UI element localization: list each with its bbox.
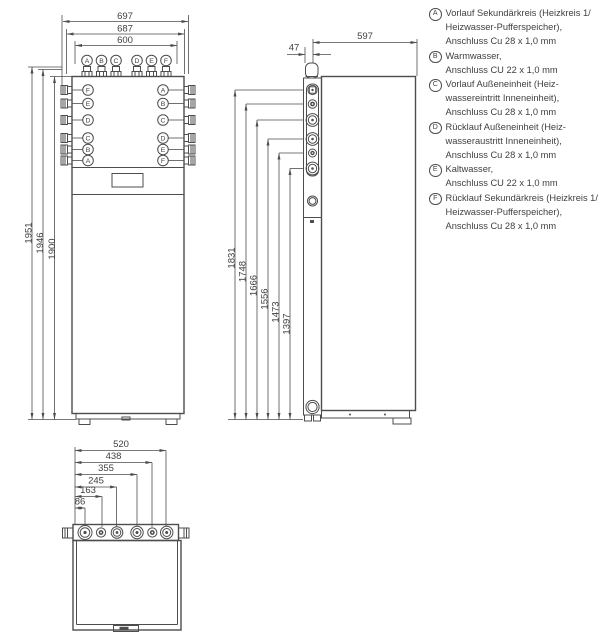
legend-item-a: A Vorlauf Sekundärkreis (Heizkreis 1/ He…	[429, 6, 607, 49]
front-display-panel	[111, 173, 144, 188]
dim-side-height-2: 1748	[238, 261, 249, 282]
dim-side-offset: 47	[289, 43, 300, 54]
side-pipe-column	[303, 77, 322, 416]
legend-text: wassereintritt Inneneinheit),	[445, 93, 560, 104]
side-skid	[392, 417, 412, 425]
port-label-top-3: C	[114, 58, 119, 65]
front-view: 697 687 600 1951 1946 1900	[24, 11, 196, 425]
legend-item-e: E Kaltwasser, Anschluss CU 22 x 1,0 mm	[429, 162, 607, 190]
dim-side-height-5: 1473	[271, 301, 282, 322]
front-cabinet-outline	[71, 75, 185, 415]
legend-text: Heizwasser-Pufferspeicher),	[445, 22, 563, 33]
dim-side-height-3: 1666	[249, 275, 260, 296]
dim-side-depth: 597	[357, 31, 373, 42]
top-view: 520 438 355 245 163 86	[62, 439, 190, 632]
port-label-right-2: B	[161, 101, 166, 108]
port-label-top-6: F	[164, 58, 168, 65]
port-label-right-1: A	[161, 88, 166, 95]
side-top-pipe-cap	[305, 62, 319, 79]
front-left-ports: F E D C B A	[60, 84, 94, 167]
legend-key-d: D	[429, 121, 442, 135]
top-rear-connector	[113, 625, 139, 632]
front-foot-left	[78, 418, 91, 425]
front-top-pipe-stubs	[81, 66, 172, 77]
dim-top-width-1: 520	[113, 439, 129, 450]
legend-item-f: F Rücklauf Sekundärkreis (Heizkreis 1/ H…	[429, 191, 607, 234]
legend-key-b: B	[429, 50, 442, 64]
port-label-left-2: E	[86, 101, 91, 108]
front-right-ports: A B C D E F	[157, 84, 196, 167]
legend-text: Anschluss Cu 28 x 1,0 mm	[445, 150, 557, 161]
legend-text: Vorlauf Außeneinheit (Heiz-	[445, 79, 559, 90]
legend-text: Anschluss Cu 28 x 1,0 mm	[445, 221, 557, 232]
port-label-left-5: B	[86, 147, 91, 154]
dim-top-width-3: 355	[98, 463, 114, 474]
port-label-left-3: D	[86, 118, 91, 125]
dim-top-width-2: 438	[106, 451, 122, 462]
port-label-right-6: F	[161, 158, 165, 165]
port-label-left-6: A	[86, 158, 91, 165]
dim-top-width-6: 86	[75, 497, 86, 508]
side-pipe-connections	[305, 84, 320, 415]
legend-text: Rücklauf Außeneinheit (Heiz-	[445, 121, 566, 132]
top-view-ports	[77, 525, 174, 540]
connection-legend: A Vorlauf Sekundärkreis (Heizkreis 1/ He…	[429, 6, 607, 233]
legend-text: Heizwasser-Pufferspeicher),	[445, 206, 563, 217]
top-housing-outline	[72, 539, 182, 631]
dim-front-width-mid: 687	[117, 24, 133, 35]
dim-side-height-1: 1831	[227, 247, 238, 268]
port-label-top-5: E	[149, 58, 154, 65]
port-label-top-4: D	[135, 58, 140, 65]
legend-key-f: F	[429, 192, 442, 206]
port-label-right-5: E	[161, 147, 166, 154]
legend-text: Anschluss CU 22 x 1,0 mm	[445, 178, 558, 189]
legend-text: Anschluss Cu 28 x 1,0 mm	[445, 107, 557, 118]
port-label-top-2: B	[99, 58, 104, 65]
dim-front-width-inner: 600	[117, 35, 133, 46]
legend-text: Warmwasser,	[445, 50, 502, 61]
front-base	[75, 413, 181, 420]
legend-item-d: D Rücklauf Außeneinheit (Heiz- wasseraus…	[429, 120, 607, 163]
legend-item-c: C Vorlauf Außeneinheit (Heiz- wassereint…	[429, 77, 607, 120]
legend-key-c: C	[429, 79, 442, 92]
dim-front-width-outer: 697	[117, 11, 133, 22]
legend-text: Anschluss CU 22 x 1,0 mm	[445, 64, 558, 75]
dim-top-width-5: 163	[80, 485, 96, 496]
legend-key-a: A	[429, 8, 442, 21]
legend-text: Rücklauf Sekundärkreis (Heizkreis 1/	[445, 192, 598, 203]
front-foot-right	[165, 418, 178, 425]
side-base	[321, 410, 410, 419]
legend-item-b: B Warmwasser, Anschluss CU 22 x 1,0 mm	[429, 49, 607, 77]
port-label-left-1: F	[86, 88, 90, 95]
side-body-outline	[320, 75, 417, 412]
port-label-right-3: C	[161, 118, 166, 125]
legend-key-e: E	[429, 164, 442, 177]
dim-front-height-outer: 1951	[24, 222, 35, 243]
side-view: 597 47 1831 1748 1666 1556 1473 1397	[227, 31, 418, 425]
dim-front-height-cabinet: 1900	[47, 238, 58, 259]
port-label-top-1: A	[85, 58, 90, 65]
port-label-left-4: C	[86, 136, 91, 143]
legend-text: Anschluss Cu 28 x 1,0 mm	[445, 36, 557, 47]
front-top-port-labels: A B C D E F	[81, 54, 172, 67]
legend-text: wasseraustritt Inneneinheit),	[445, 135, 562, 146]
dim-front-height-mid: 1946	[35, 232, 46, 253]
legend-text: Vorlauf Sekundärkreis (Heizkreis 1/	[445, 8, 591, 18]
dim-side-height-6: 1397	[282, 313, 293, 334]
dim-side-height-4: 1556	[260, 288, 271, 309]
legend-text: Kaltwasser,	[445, 164, 494, 175]
port-label-right-4: D	[161, 136, 166, 143]
dim-top-width-4: 245	[88, 476, 104, 487]
